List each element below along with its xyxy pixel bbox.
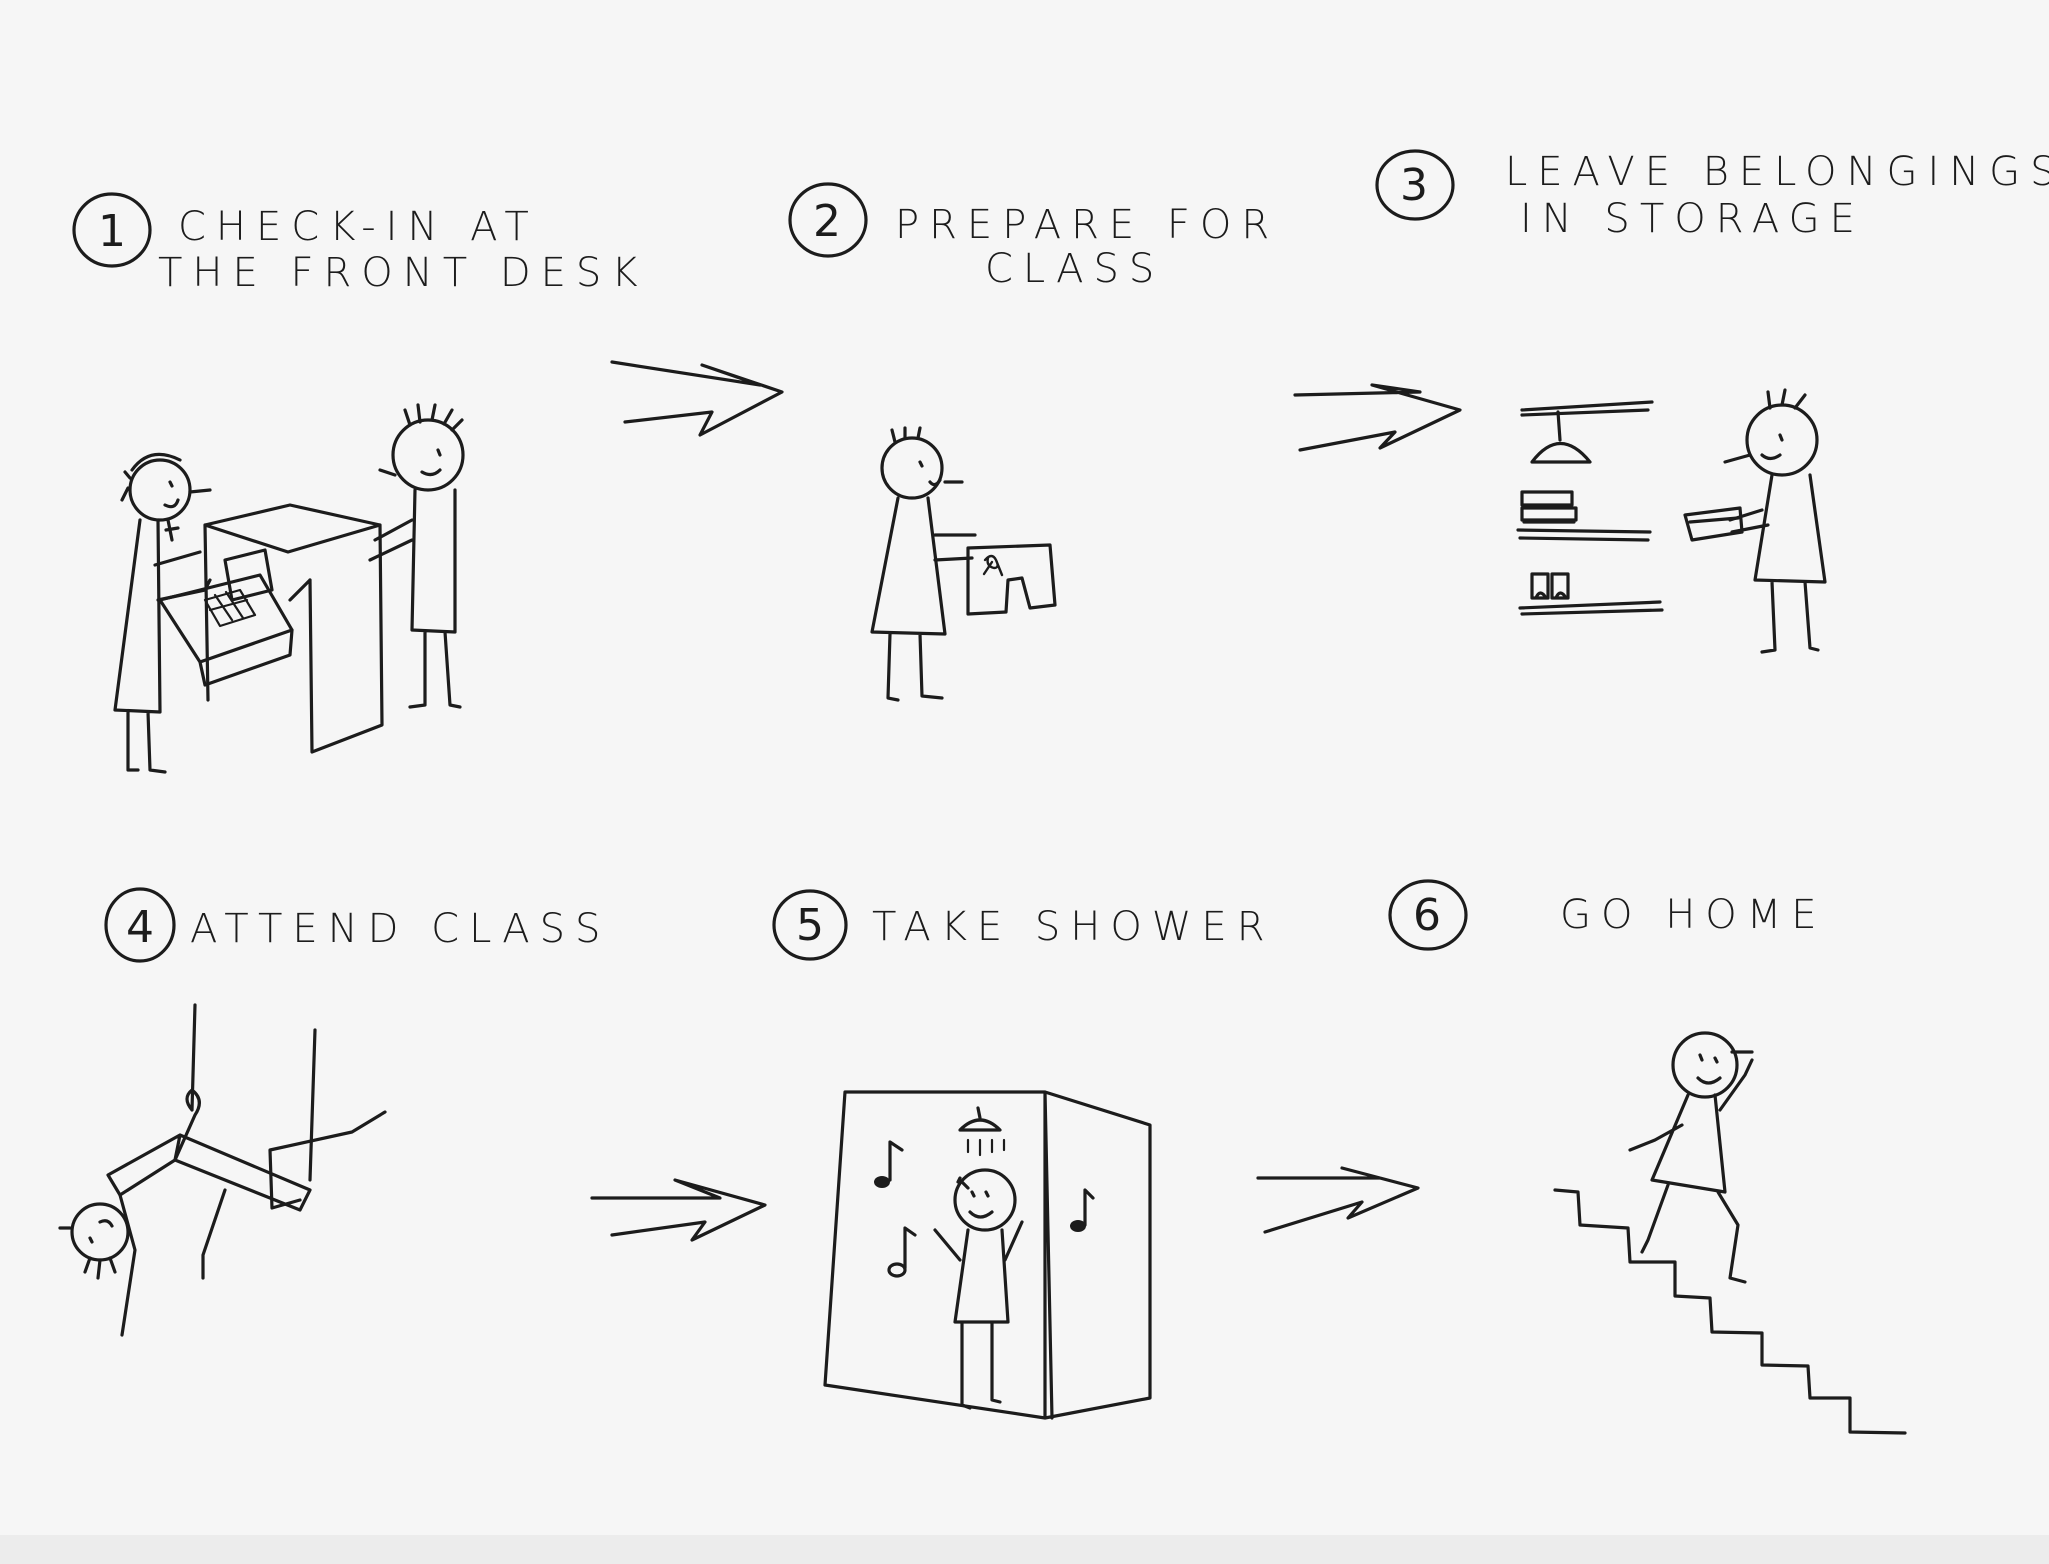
step-2-number-circle: [788, 182, 868, 258]
front-desk-scene: [113, 403, 465, 774]
storage-shelf-bottom: [1518, 600, 1664, 616]
arrow-step1-to-step2: [610, 360, 784, 437]
shower-cabin: [823, 1090, 1152, 1420]
step-2: 2 PREPARE FOR CLASS: [788, 182, 1279, 702]
music-note-2-head: [887, 1262, 907, 1278]
step-1-caption-line-1: CHECK-IN AT: [178, 204, 539, 250]
aerial-person-legs: [201, 1110, 387, 1280]
aerial-person-face: [88, 1219, 114, 1244]
music-note-1: [888, 1140, 904, 1182]
arrow-step4-to-step5: [590, 1178, 767, 1242]
storage-person-hair: [1766, 388, 1807, 410]
prep-person-head: [880, 436, 944, 500]
aerial-person-hair: [58, 1226, 117, 1280]
step-4-caption-line-1: ATTEND CLASS: [190, 906, 610, 952]
walking-person-body: [1628, 1058, 1754, 1284]
receptionist-hair: [120, 452, 182, 502]
arrow-step2-to-step3: [1293, 383, 1462, 452]
music-note-3: [1083, 1188, 1095, 1227]
shorts-drawstring: [982, 554, 1004, 577]
hat-on-hook: [1530, 410, 1592, 464]
storage-person-face: [1723, 433, 1784, 464]
step-5-number: 5: [796, 900, 824, 951]
step-1-number-circle: [72, 192, 152, 268]
prep-person-face: [918, 460, 964, 487]
step-4: 4 ATTEND CLASS: [58, 887, 610, 1337]
shower-person-body: [933, 1220, 1024, 1410]
step-3-caption-line-2: IN STORAGE: [1520, 196, 1865, 242]
step-3: 3 LEAVE BELONGINGS IN STORAGE: [1375, 149, 2049, 654]
prepare-scene: [870, 426, 1057, 702]
receptionist-headset: [164, 518, 180, 542]
step-2-number: 2: [813, 196, 841, 247]
step-5: 5 TAKE SHOWER: [772, 889, 1274, 1420]
music-note-3-head: [1070, 1220, 1086, 1232]
prep-person-body: [870, 496, 977, 702]
step-6-number: 6: [1413, 890, 1441, 941]
shower-head: [958, 1106, 1002, 1132]
receptionist-face: [163, 480, 212, 509]
step-2-caption-line-2: CLASS: [985, 246, 1164, 292]
step-3-number: 3: [1400, 160, 1428, 211]
keyboard-keys: [203, 588, 257, 628]
customer-hair: [403, 403, 464, 432]
step-5-caption-line-1: TAKE SHOWER: [872, 904, 1274, 950]
walking-person-face: [1696, 1050, 1754, 1085]
step-1-caption-line-2: THE FRONT DESK: [158, 250, 648, 296]
step-6-number-circle: [1388, 879, 1468, 951]
step-1-number: 1: [98, 206, 126, 257]
shoes: [1530, 572, 1570, 600]
keyboard-tray: [158, 573, 294, 687]
step-6-caption-line-1: GO HOME: [1560, 892, 1827, 938]
customer-face: [378, 448, 442, 477]
step-5-number-circle: [772, 889, 848, 961]
shorts: [966, 543, 1057, 616]
arrow-step5-to-step6: [1256, 1166, 1420, 1234]
step-3-number-circle: [1375, 149, 1455, 221]
shower-person-head: [953, 1168, 1017, 1232]
clothes-in-hands: [1683, 506, 1744, 542]
folded-clothes: [1520, 490, 1578, 524]
shower-water: [966, 1138, 1006, 1157]
monitor: [223, 548, 274, 602]
step-4-number-circle: [104, 887, 176, 963]
storage-shelf-middle: [1516, 528, 1652, 542]
step-1: 1 CHECK-IN AT THE FRONT DESK: [72, 192, 648, 774]
staircase: [1553, 1188, 1907, 1435]
shower-scene: [823, 1090, 1152, 1420]
receptionist-body: [113, 518, 212, 774]
customer-body: [368, 488, 462, 709]
aerial-rope-left: [173, 1003, 201, 1162]
storage-person-body: [1728, 473, 1827, 654]
shower-person-face: [968, 1190, 994, 1219]
walking-person-head: [1671, 1031, 1739, 1099]
aerial-class-scene: [58, 1003, 387, 1337]
step-4-number: 4: [126, 902, 154, 953]
prep-person-hair: [890, 426, 922, 444]
step-2-caption-line-1: PREPARE FOR: [895, 202, 1279, 248]
customer-head: [391, 418, 465, 492]
aerial-rope-right: [308, 1028, 317, 1182]
storage-scene: [1516, 388, 1827, 654]
paper-edge-shadow: [0, 1535, 2049, 1564]
step-3-caption-line-1: LEAVE BELONGINGS: [1505, 149, 2049, 195]
storage-shelf-top: [1520, 400, 1654, 417]
go-home-scene: [1553, 1031, 1907, 1435]
step-6: 6 GO HOME: [1388, 879, 1907, 1435]
shower-person-hair: [956, 1176, 970, 1190]
music-note-1-head: [874, 1176, 890, 1188]
receptionist-head: [128, 458, 192, 522]
music-note-2: [903, 1226, 917, 1270]
front-desk: [203, 503, 384, 754]
aerial-person-arm: [118, 1193, 137, 1337]
